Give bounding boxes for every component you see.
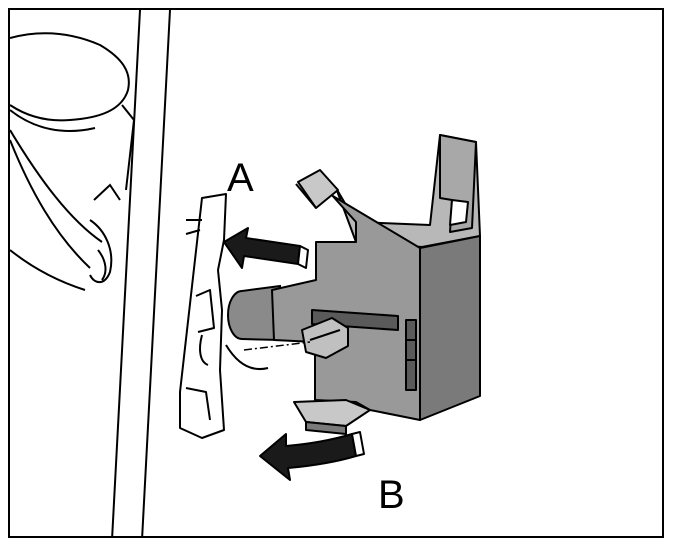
arrow-a: [223, 227, 309, 269]
bulb-holder: [271, 134, 481, 435]
callout-b-label: B: [378, 473, 405, 517]
centre-line: [243, 341, 311, 351]
diagram-frame: A B: [8, 8, 664, 538]
housing-panel: [10, 10, 171, 536]
illustration: [10, 10, 481, 536]
arrow-b: [259, 431, 365, 481]
callout-a-label: A: [227, 156, 254, 200]
socket-gasket: [179, 193, 269, 439]
